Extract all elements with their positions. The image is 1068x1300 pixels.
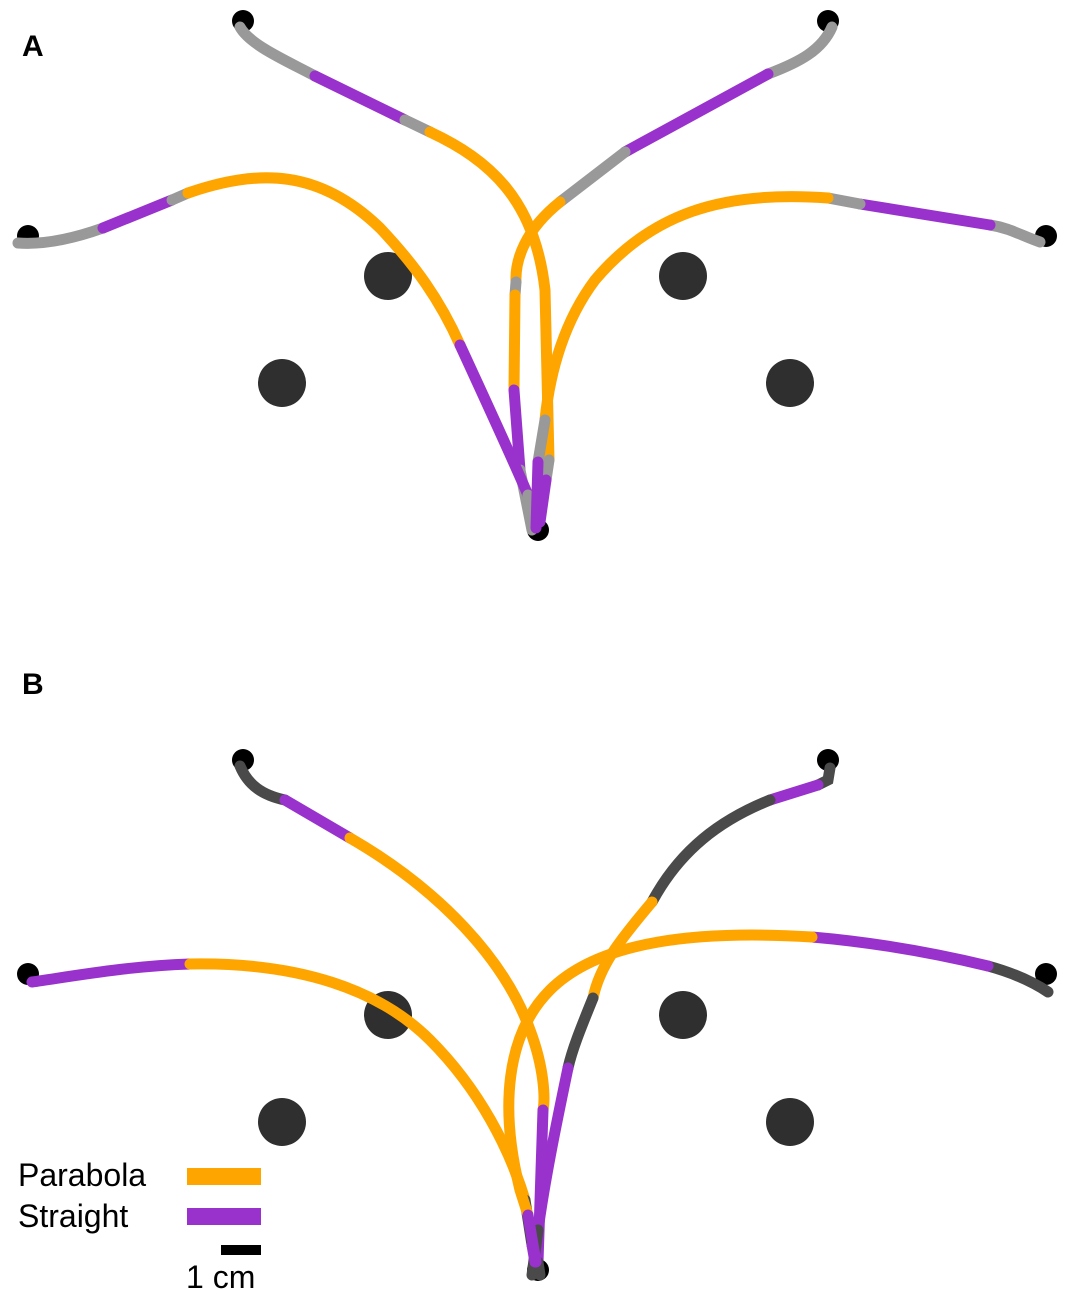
- parabola-segment: [344, 832, 550, 1116]
- trajectory-b-top-right: [526, 762, 836, 1281]
- other-segment: [646, 794, 776, 908]
- panel-b: B: [17, 668, 1057, 1295]
- straight-segment: [97, 194, 178, 234]
- parabola-segment: [539, 191, 834, 426]
- trajectory-endpoint-marker: [1035, 963, 1057, 985]
- straight-segment: [532, 1062, 574, 1236]
- parabola-segment: [424, 126, 555, 466]
- straight-segment: [854, 198, 996, 231]
- other-segment: [12, 222, 109, 249]
- other-segment: [562, 992, 599, 1074]
- straight-segment: [764, 779, 824, 806]
- panel-label-a: A: [22, 30, 44, 63]
- obstacle-marker: [766, 359, 814, 407]
- panel-a: A: [12, 10, 1057, 541]
- straight-segment: [522, 1209, 542, 1268]
- parabola-segment: [184, 958, 531, 1206]
- straight-segment: [806, 931, 994, 972]
- legend-swatch-parabola: [187, 1168, 261, 1185]
- other-segment: [234, 21, 321, 82]
- panel-label-b: B: [22, 668, 44, 701]
- straight-segment: [530, 456, 544, 534]
- straight-segment: [279, 794, 356, 844]
- straight-segment: [309, 70, 411, 126]
- straight-segment: [454, 339, 534, 501]
- legend-label-straight: Straight: [18, 1198, 128, 1234]
- parabola-segment: [510, 196, 566, 288]
- legend-swatch-straight: [187, 1208, 261, 1225]
- obstacle-marker: [766, 1098, 814, 1146]
- straight-segment: [619, 68, 774, 158]
- trajectory-b-right: [503, 929, 1054, 1268]
- scale-bar: 1 cm: [186, 1245, 261, 1295]
- obstacle-marker: [659, 252, 707, 300]
- other-segment: [234, 760, 291, 806]
- trajectory-a-left: [12, 172, 541, 531]
- trajectory-a-right: [530, 191, 1046, 534]
- other-segment: [532, 414, 551, 468]
- obstacle-marker: [258, 1098, 306, 1146]
- other-segment: [984, 219, 1046, 248]
- scale-bar-label: 1 cm: [186, 1259, 255, 1295]
- trajectory-a-top-left: [234, 21, 555, 528]
- other-segment: [762, 21, 838, 80]
- obstacle-marker: [258, 359, 306, 407]
- obstacle-marker: [659, 991, 707, 1039]
- parabola-segment: [503, 929, 818, 1221]
- scale-bar-line: [221, 1245, 261, 1255]
- other-segment: [554, 146, 631, 208]
- legend-label-parabola: Parabola: [18, 1157, 146, 1193]
- other-segment: [982, 960, 1054, 998]
- parabola-segment: [182, 172, 466, 351]
- parabola-segment: [508, 289, 521, 396]
- obstacle-marker: [364, 252, 412, 300]
- legend: Parabola Straight: [18, 1157, 261, 1234]
- straight-segment: [508, 384, 526, 476]
- straight-segment: [26, 958, 196, 988]
